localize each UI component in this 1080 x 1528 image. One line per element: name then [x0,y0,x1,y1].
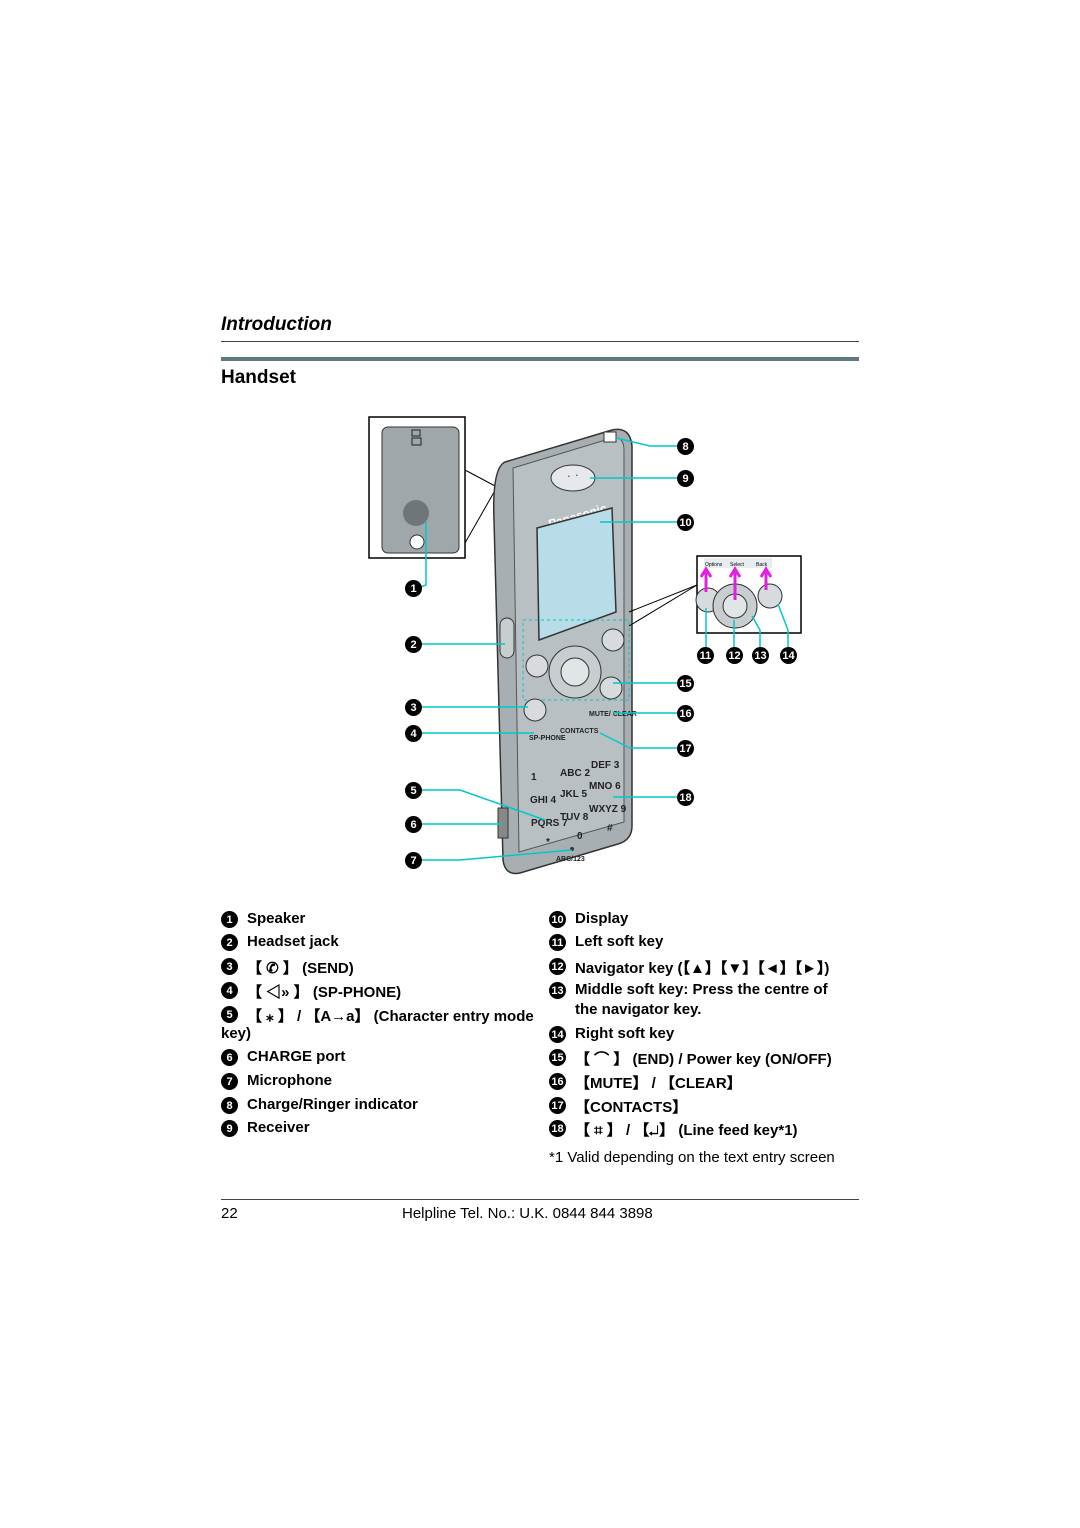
callout-7: 7 [405,852,422,869]
callout-8: 8 [677,438,694,455]
callout-3: 3 [405,699,422,716]
callout-2: 2 [405,636,422,653]
back-inset [368,416,498,559]
callout-12: 12 [726,647,743,664]
callout-9: 9 [677,470,694,487]
phone-body: • • Panasonic SP-PHONE CONTACTS MUTE/ CL… [492,428,637,875]
contacts-key-label: CONTACTS [560,728,599,735]
helpline-text: Helpline Tel. No.: U.K. 0844 844 3898 [402,1205,653,1222]
callout-14: 14 [780,647,797,664]
spphone-key-label: SP-PHONE [529,735,566,742]
page-number: 22 [221,1205,238,1222]
page-subtitle: Handset [221,367,296,388]
keypad-6: MNO 6 [589,781,621,792]
keypad-star: * [546,837,550,848]
header-rule [221,341,859,342]
footnote: *1 Valid depending on the text entry scr… [549,1149,835,1166]
keypad-3: DEF 3 [591,760,620,771]
mute-key-label: MUTE/ CLEAR [589,711,637,718]
section-title: Introduction [221,314,332,335]
keypad-9: WXYZ 9 [589,804,627,815]
callout-lines [417,437,789,861]
keypad-4: GHI 4 [530,795,557,806]
svg-text:•: • [576,473,578,479]
softkey-inset: Options Select Back [628,555,802,634]
footer-rule [221,1199,859,1200]
callout-5: 5 [405,782,422,799]
keypad-hash: # [607,823,613,834]
callout-15: 15 [677,675,694,692]
keypad-7: PQRS 7 [531,818,568,829]
header-bar [221,357,859,361]
softkey-options-label: Options [705,562,723,568]
callout-13: 13 [752,647,769,664]
callout-4: 4 [405,725,422,742]
callout-18: 18 [677,789,694,806]
keypad-5: JKL 5 [560,789,587,800]
callout-16: 16 [677,705,694,722]
svg-text:•: • [568,474,570,480]
keypad-0: 0 [577,831,583,842]
keypad-1: 1 [531,772,537,783]
callout-11: 11 [697,647,714,664]
softkey-select-label: Select [730,562,745,568]
callout-6: 6 [405,816,422,833]
softkey-back-label: Back [756,562,768,568]
callout-1: 1 [405,580,422,597]
callout-10: 10 [677,514,694,531]
keypad-8: TUV 8 [560,812,589,823]
callout-17: 17 [677,740,694,757]
abc123-label: ABC/123 [556,856,585,863]
keypad-2: ABC 2 [560,768,590,779]
